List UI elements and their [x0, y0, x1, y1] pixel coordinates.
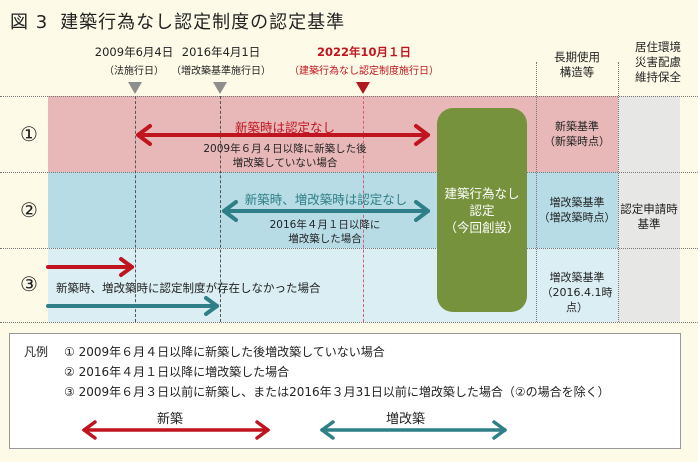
date-label: 2016年4月1日: [181, 45, 261, 59]
date-2009: 2009年6月4日 （法施行日）: [88, 44, 180, 77]
row-divider: [0, 96, 698, 97]
row-2-description: 2016年４月１日以降に 増改築した場合: [269, 219, 381, 245]
row-1-arrow-label: 新築時は認定なし: [234, 120, 335, 135]
green-box-line-1: 建築行為なし: [444, 185, 520, 201]
row-1-standard: 新築基準 （新築時点）: [544, 120, 610, 148]
living-column-band: [618, 96, 680, 172]
header-living: 居住環境 災害配慮 維持保全: [635, 40, 681, 84]
figure-title: 図 3 建築行為なし認定制度の認定基準: [10, 8, 345, 34]
row-divider: [0, 172, 698, 173]
marker-2022-icon: [356, 82, 370, 94]
row-number-3: ③: [20, 272, 38, 296]
figure-label: 図 3: [10, 12, 49, 33]
legend-item-1: ① 2009年６月４日以降に新築した後増改築していない場合: [64, 345, 385, 359]
row-2-arrow: [222, 200, 430, 222]
legend-label: 凡例: [24, 345, 49, 359]
column-divider: [618, 62, 619, 322]
row-2-arrow-label: 新築時、増改築時は認定なし: [244, 192, 408, 207]
row-2-standard: 増改築基準 （増改築時点）: [538, 196, 616, 224]
row-3-standard: 増改築基準 （2016.4.1時点）: [541, 271, 613, 314]
date-2016: 2016年4月1日 （増改築基準施行日）: [166, 44, 276, 77]
date-2022: 2022年10月１日 （建築行為なし認定制度施行日）: [282, 44, 446, 77]
row-1-description: 2009年６月４日以降に新築した後 増改築していない場合: [203, 143, 367, 169]
timeline-2016-line: [220, 96, 221, 322]
legend-new-build-label: 新築: [157, 412, 184, 427]
living-column-band-lower: [618, 172, 680, 322]
marker-2016-icon: [213, 82, 227, 94]
marker-2009-icon: [128, 82, 142, 94]
row-number-2: ②: [20, 198, 38, 222]
legend-renovation-label: 増改築: [386, 412, 426, 427]
row-divider: [0, 322, 698, 323]
legend-new-build-arrow: [82, 420, 270, 440]
date-sub: （法施行日）: [104, 66, 164, 77]
row-3-renovation-arrow: [46, 296, 219, 316]
date-sub: （増改築基準施行日）: [171, 66, 271, 77]
date-label: 2022年10月１日: [316, 45, 411, 59]
date-sub: （建築行為なし認定制度施行日）: [289, 66, 439, 77]
header-long-term: 長期使用 構造等: [554, 50, 600, 79]
legend-renovation-arrow: [320, 420, 507, 440]
column-divider: [536, 62, 537, 322]
row-divider: [0, 248, 698, 249]
no-construction-certification-box: 建築行為なし 認定 （今回創設）: [437, 108, 527, 312]
living-standard: 認定申請時 基準: [620, 202, 678, 231]
row-3-new-build-arrow: [46, 257, 134, 277]
row-number-1: ①: [20, 122, 38, 146]
figure-title-text: 建築行為なし認定制度の認定基準: [60, 12, 346, 33]
legend-item-2: ② 2016年４月１日以降に増改築した場合: [64, 365, 290, 379]
green-box-line-2: 認定: [469, 202, 495, 218]
timeline-2009-line: [135, 96, 136, 322]
row-1-arrow: [136, 124, 430, 146]
row-3-description: 新築時、増改築時に認定制度が存在しなかった場合: [56, 281, 321, 295]
date-label: 2009年6月4日: [94, 45, 174, 59]
legend-item-3: ③ 2009年６月３日以前に新築し、または2016年３月31日以前に増改築した場…: [64, 385, 610, 399]
green-box-line-3: （今回創設）: [444, 219, 520, 235]
